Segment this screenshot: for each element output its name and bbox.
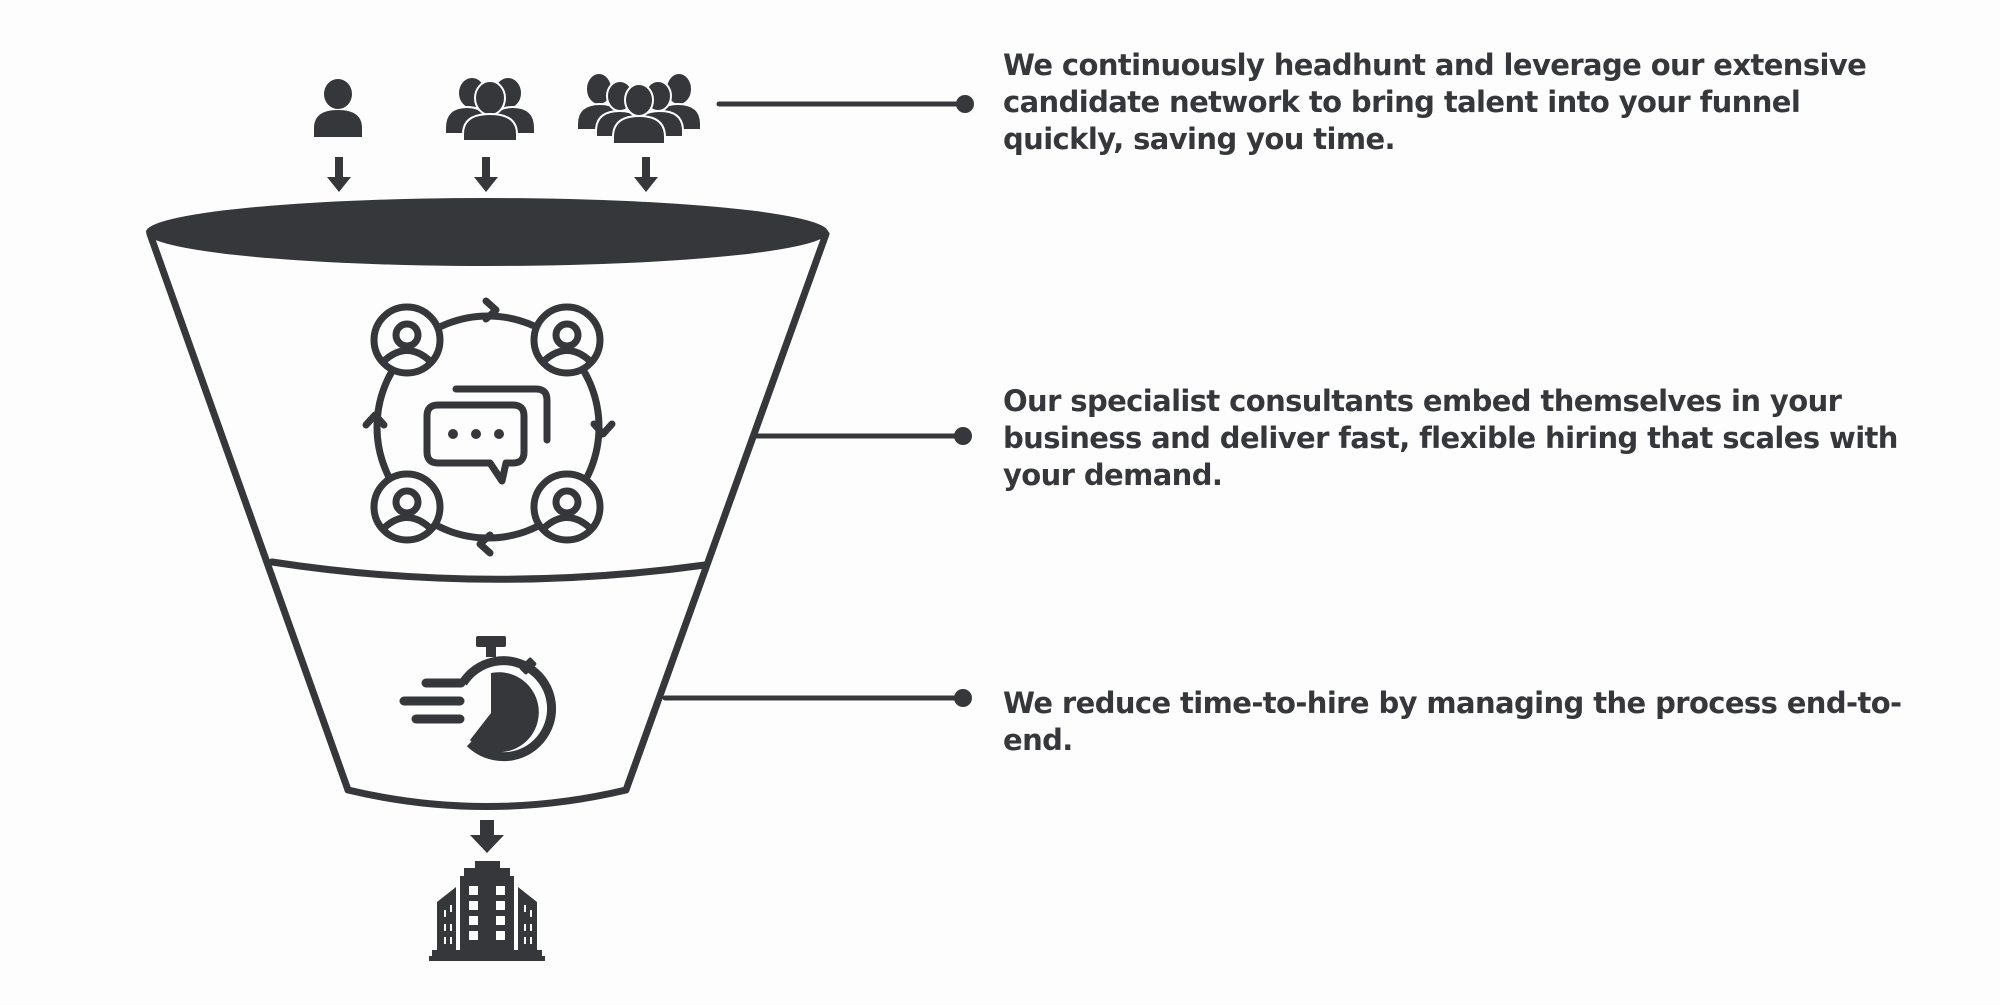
- office-building-icon: [429, 861, 545, 961]
- fast-stopwatch-icon: [399, 636, 556, 762]
- funnel-stage-divider: [268, 558, 709, 583]
- funnel-opening: [146, 198, 828, 266]
- team-collaboration-chat-icon: [362, 297, 616, 557]
- group-of-five-icon: [576, 72, 702, 145]
- funnel-right-wall: [622, 230, 830, 794]
- funnel-bottom-rim: [344, 786, 630, 810]
- arrow-down-icon: [470, 820, 504, 853]
- connector-line: [754, 427, 972, 445]
- group-of-three-icon: [444, 76, 536, 142]
- arrow-down-icon: [474, 157, 498, 192]
- callout-text-consultants: Our specialist consultants embed themsel…: [1003, 384, 1898, 492]
- person-icon: [314, 79, 362, 137]
- funnel-left-wall: [146, 230, 352, 794]
- callout-text-time-to-hire: We reduce time-to-hire by managing the p…: [1003, 686, 1902, 757]
- connector-line: [662, 689, 972, 707]
- arrow-down-icon: [327, 157, 351, 192]
- callout-text-sourcing: We continuously headhunt and leverage ou…: [1003, 48, 1867, 156]
- connector-line: [716, 95, 974, 113]
- arrow-down-icon: [634, 157, 658, 192]
